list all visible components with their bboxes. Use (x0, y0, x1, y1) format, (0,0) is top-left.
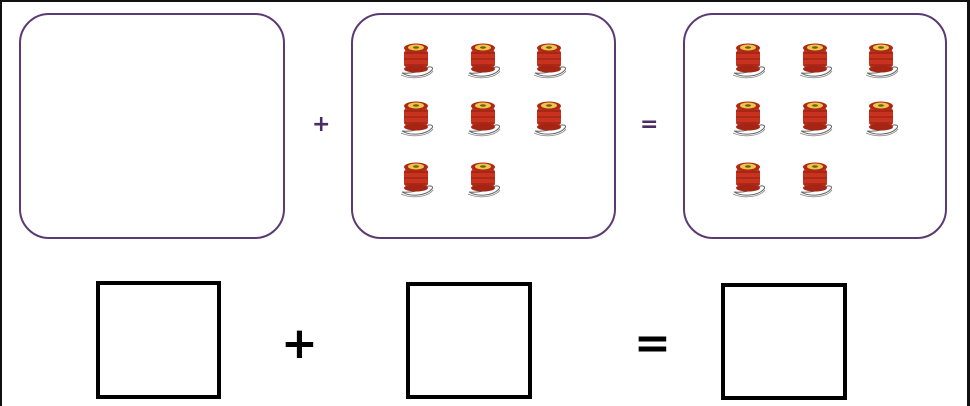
plus-sign-top: + (312, 112, 331, 137)
thread-spool-icon (396, 98, 436, 138)
thread-spool-icon (463, 98, 503, 138)
thread-spool-icon (396, 40, 436, 80)
thread-spool-icon (728, 98, 768, 138)
answer-box-first-addend[interactable] (96, 281, 221, 399)
plus-sign-bottom: + (281, 318, 318, 369)
equals-sign-top: = (640, 112, 659, 137)
thread-spool-icon (795, 159, 835, 199)
thread-spool-icon (795, 98, 835, 138)
thread-spool-icon (529, 40, 569, 80)
equals-sign-bottom: = (634, 318, 671, 369)
answer-box-sum[interactable] (721, 283, 847, 400)
thread-spool-icon (728, 159, 768, 199)
answer-box-second-addend[interactable] (406, 282, 532, 399)
thread-spool-icon (396, 159, 436, 199)
thread-spool-icon (728, 40, 768, 80)
thread-spool-icon (463, 159, 503, 199)
thread-spool-icon (795, 40, 835, 80)
thread-spool-icon (861, 40, 901, 80)
thread-spool-icon (861, 98, 901, 138)
thread-spool-icon (463, 40, 503, 80)
picture-box-first-addend (19, 13, 285, 239)
thread-spool-icon (529, 98, 569, 138)
